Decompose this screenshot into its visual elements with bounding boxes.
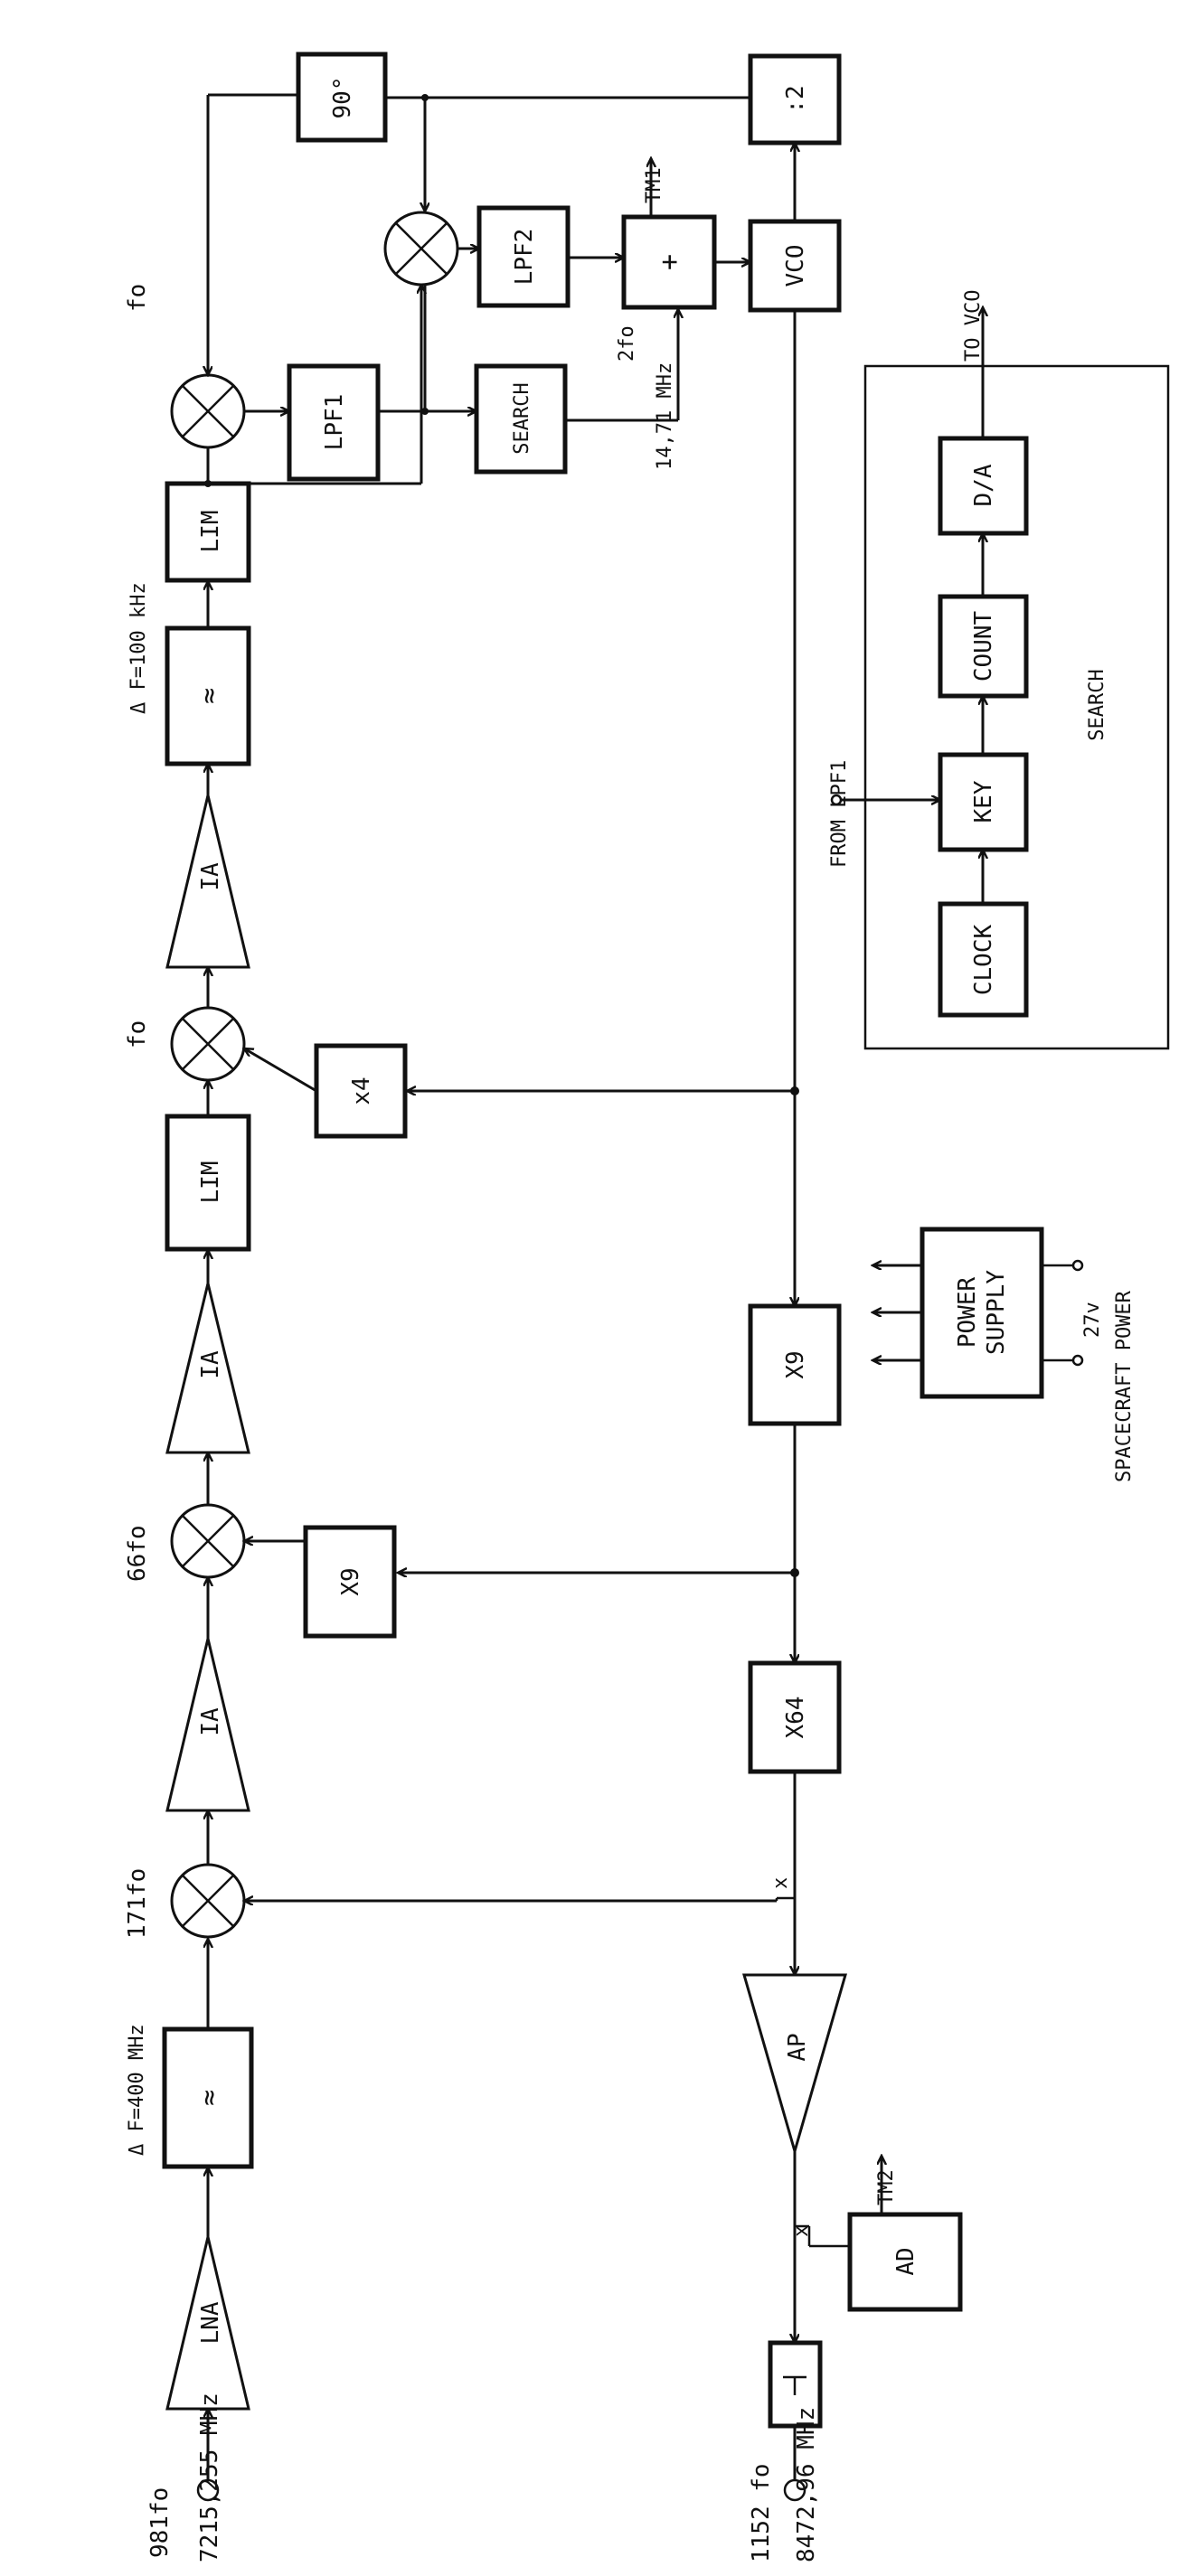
spacecraft-power-label: SPACECRAFT POWER	[1113, 1290, 1136, 1482]
phase-90-label: 90°	[329, 77, 356, 119]
tm2-label: TM2	[875, 2169, 898, 2205]
filter-1	[162, 2026, 254, 2169]
bandwidth-400-label: Δ F=400 MHz	[126, 2024, 148, 2156]
x9-multiplier-side	[303, 1525, 397, 1639]
ia-2-label: IA	[197, 1350, 224, 1379]
da-block	[938, 436, 1029, 536]
ap-label: AP	[784, 2033, 811, 2061]
ia-amplifier-1	[165, 1638, 250, 1812]
lim-2-label: LIM	[197, 511, 224, 553]
freq-2fo-label: 2fo	[616, 325, 638, 362]
bandwidth-100-label: Δ F=100 kHz	[127, 582, 150, 714]
input-freq-label: 7215,255 MHz	[196, 2393, 223, 2562]
search-panel-title: SEARCH	[1086, 669, 1108, 740]
input-harmonic-label: 981fo	[146, 2487, 174, 2558]
from-lpf1-label: FROM LPF1	[828, 760, 851, 868]
ia-amplifier-2	[165, 1283, 250, 1454]
clock-label: CLOCK	[970, 925, 997, 996]
coupler-mark-1: x	[769, 1877, 792, 1889]
x9-multiplier-vertical	[748, 1303, 842, 1426]
freq-66fo-label: 66fo	[124, 1525, 151, 1582]
loop-section	[204, 52, 842, 1306]
output-harmonic-label: 1152 fo	[748, 2463, 775, 2562]
search-panel-frame	[863, 364, 1170, 1050]
lpf1-block	[287, 363, 381, 482]
transmit-chain	[244, 1303, 963, 2502]
tm1-label: TM1	[643, 167, 665, 203]
ad-label: AD	[892, 2247, 920, 2275]
freq-fo-label-b: fo	[124, 284, 151, 312]
da-label: D/A	[970, 464, 997, 506]
filter-2-label: ≈	[193, 688, 225, 704]
search-block-label: SEARCH	[511, 382, 533, 454]
search-panel	[830, 307, 1170, 1050]
limiter-1	[165, 1114, 251, 1252]
mixer-5	[383, 211, 459, 287]
count-block	[938, 594, 1029, 699]
receiver-chain	[162, 373, 254, 2502]
vco-label: VCO	[782, 245, 809, 287]
lim-1-label: LIM	[197, 1161, 224, 1204]
mixer-2	[170, 1503, 246, 1579]
to-vco-label: TO VCO	[962, 290, 985, 362]
lpf2-block	[476, 205, 571, 308]
mixer-3	[170, 1006, 246, 1082]
x64-multiplier	[748, 1660, 842, 1774]
power-label-2: SUPPLY	[983, 1270, 1010, 1355]
phase-shift-90-block	[296, 52, 388, 143]
lpf1-label: LPF1	[321, 394, 348, 451]
output-terminal	[783, 2478, 806, 2502]
key-label: KEY	[970, 780, 997, 823]
ad-block	[847, 2212, 963, 2312]
ia-amplifier-3	[165, 794, 250, 969]
x9-vertical-label: X9	[782, 1350, 809, 1378]
power-supply-block	[920, 1227, 1044, 1399]
voltage-label: 27v	[1081, 1302, 1104, 1338]
div2-label: :2	[782, 85, 809, 113]
power-label-1: POWER	[954, 1277, 981, 1349]
lna-label: LNA	[197, 2301, 224, 2344]
freq-fo-label-a: fo	[124, 1020, 151, 1048]
vco-block	[748, 219, 842, 313]
clock-block	[938, 901, 1029, 1018]
divide-by-2-block	[748, 53, 842, 146]
x64-label: X64	[782, 1697, 809, 1739]
x4-label: x4	[348, 1076, 375, 1105]
output-freq-label: 8472,96 MHz	[793, 2407, 820, 2562]
lpf2-label: LPF2	[511, 229, 538, 286]
count-label: COUNT	[970, 611, 997, 682]
ref-freq-label: 14,71 MHz	[654, 362, 676, 470]
summer-block	[621, 214, 717, 310]
lna-amplifier	[165, 2236, 250, 2411]
freq-171fo-label: 171fo	[124, 1868, 151, 1939]
summer-label: +	[654, 254, 685, 270]
ap-amplifier	[742, 1973, 847, 2157]
x4-multiplier	[314, 1043, 408, 1139]
power-supply	[872, 1227, 1084, 1399]
ia-1-label: IA	[197, 1707, 224, 1736]
filter-1-label: ≈	[193, 2090, 225, 2106]
ia-3-label: IA	[197, 862, 224, 891]
mixer-1	[170, 1863, 246, 1939]
x9-side-label: X9	[337, 1567, 364, 1595]
mixer-4	[170, 373, 246, 449]
coupler-mark-2: x	[790, 2225, 813, 2237]
